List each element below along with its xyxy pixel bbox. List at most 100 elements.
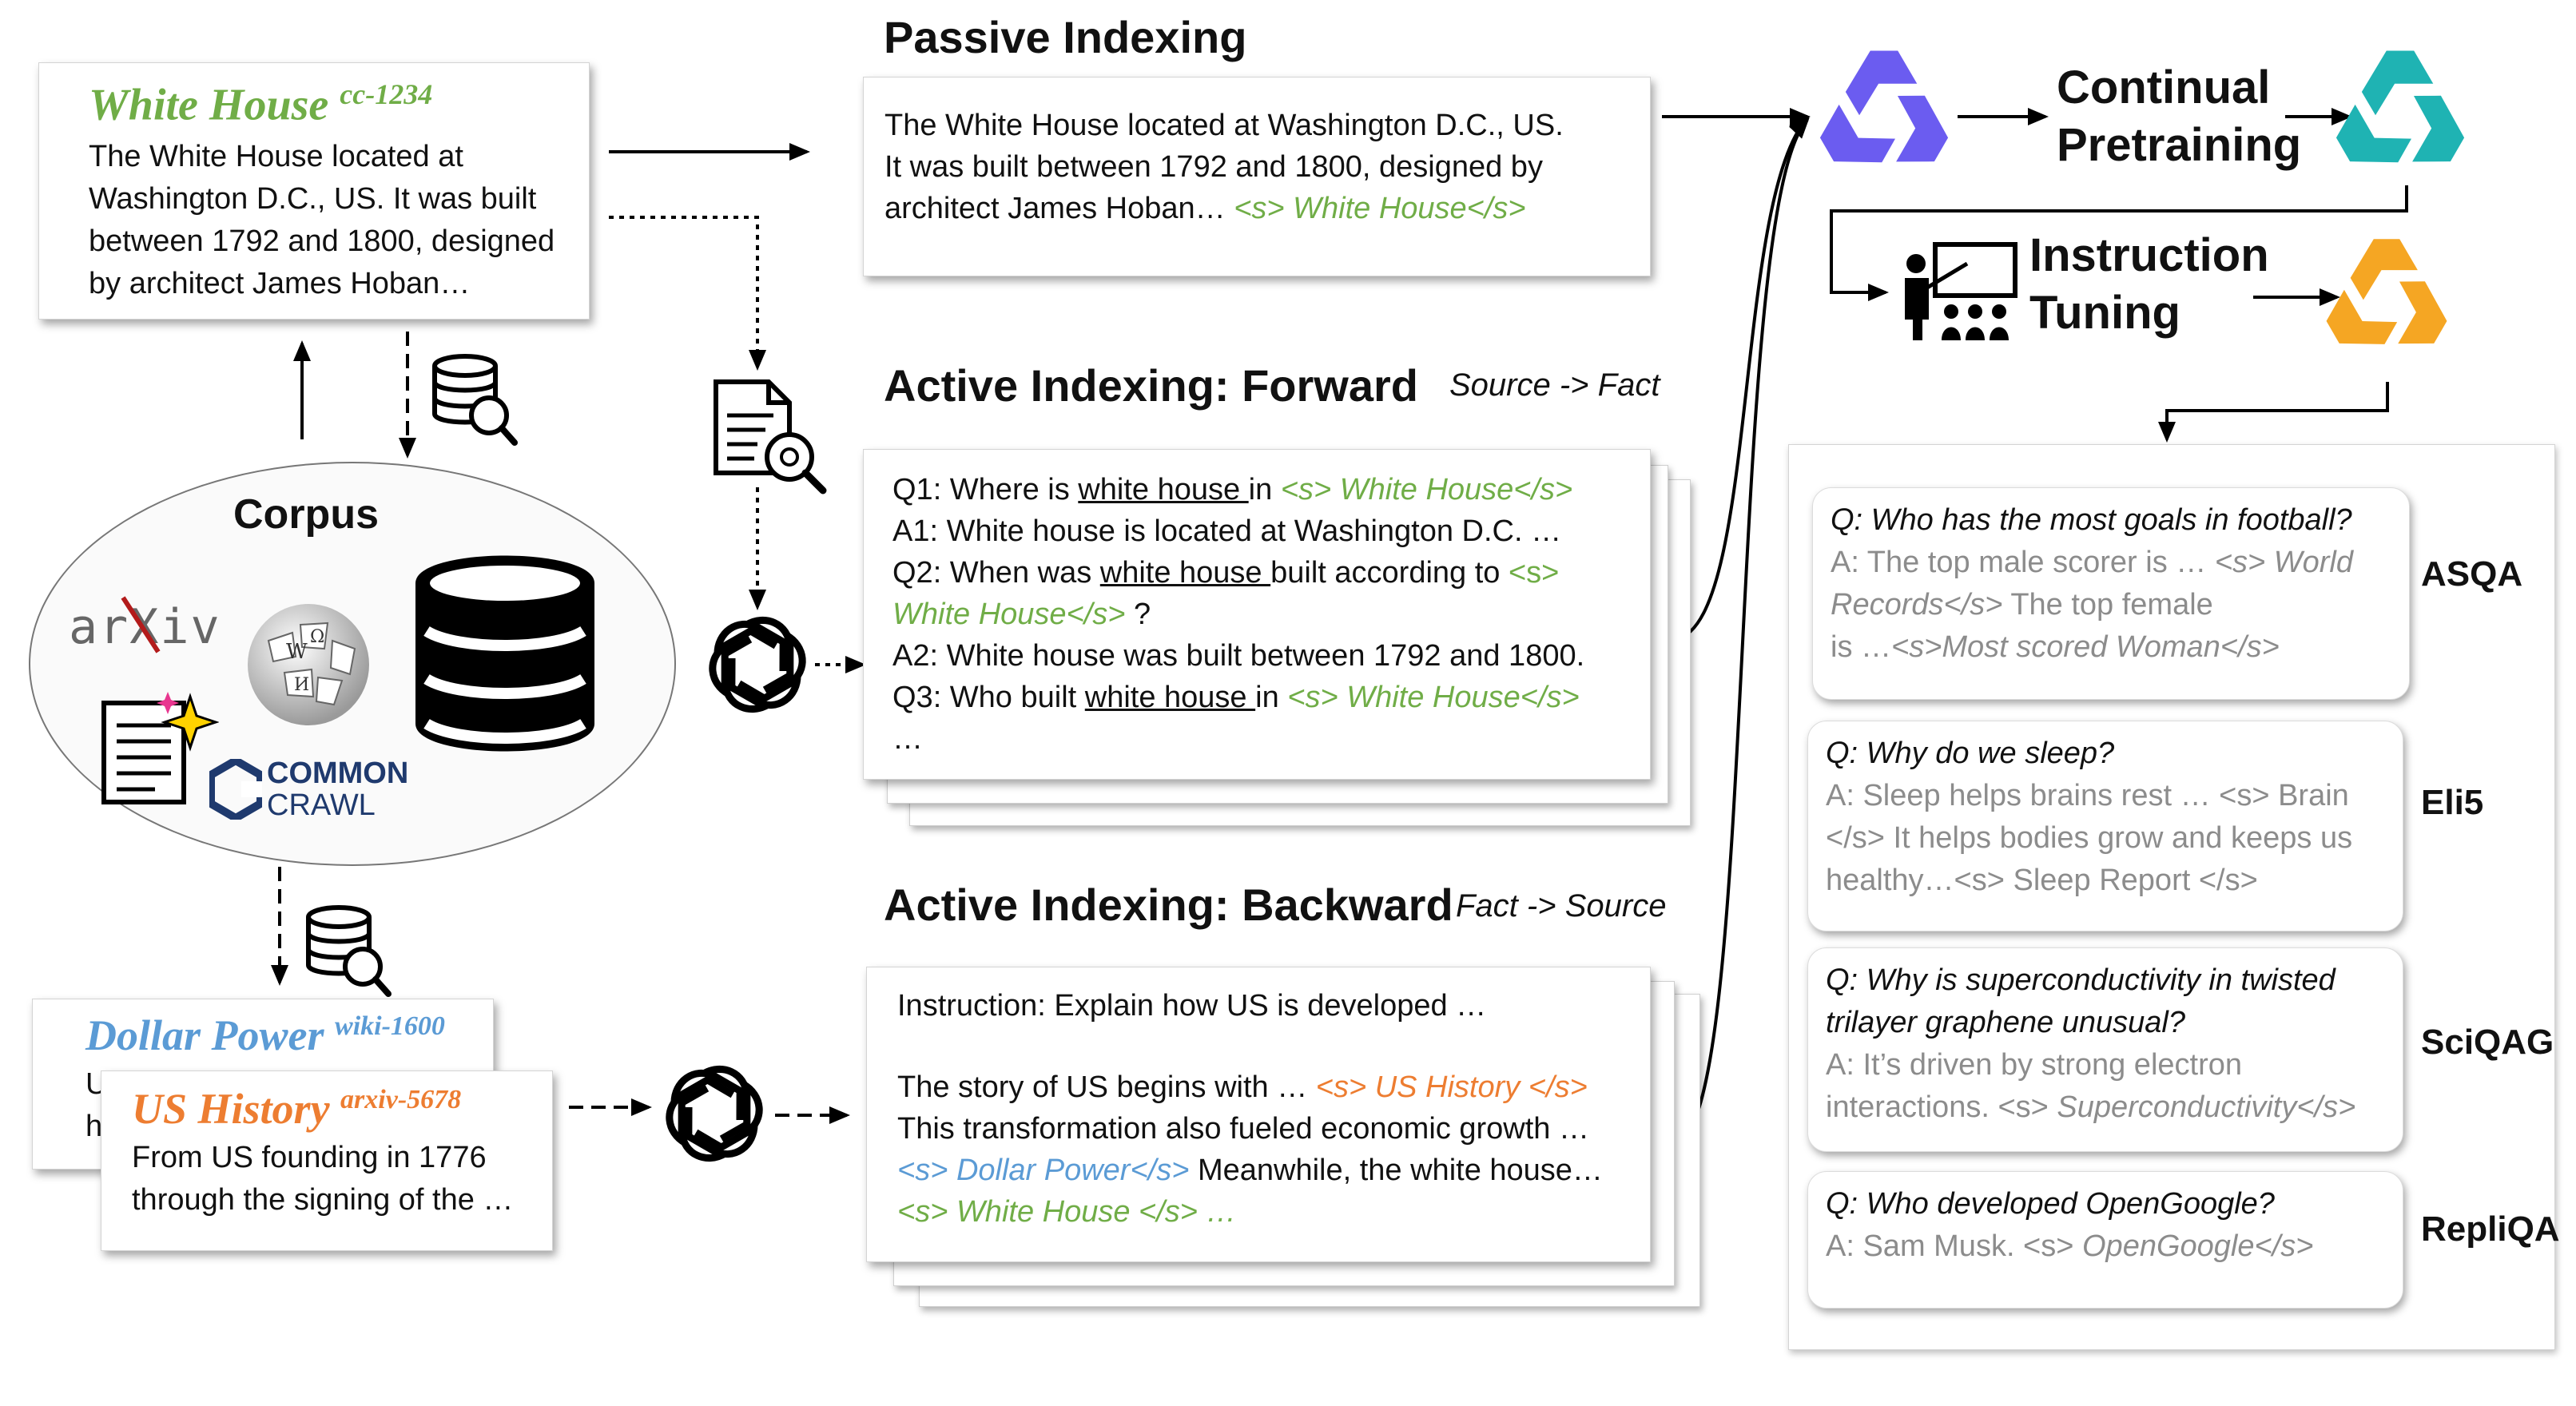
card-title: White House xyxy=(89,80,329,130)
qa-answer: A: Sleep helps brains rest … <s> Brain </… xyxy=(1826,775,2385,902)
qa-answer-part: Superconductivity</s> xyxy=(2057,1090,2356,1124)
common-crawl-icon xyxy=(209,759,262,820)
pipeline-text: Tuning xyxy=(2029,287,2180,339)
white-house-card: White House cc-1234 The White House loca… xyxy=(38,62,590,320)
bwd-text: The story of US begins with … xyxy=(897,1070,1316,1104)
openai-icon xyxy=(666,1065,763,1162)
backward-card: Instruction: Explain how US is developed… xyxy=(866,967,1651,1262)
fwd-underline: white house xyxy=(1078,473,1249,506)
qa-answer-part: A: It’s driven by strong electron xyxy=(1826,1048,2242,1082)
passive-heading: Passive Indexing xyxy=(884,12,1247,62)
qa-question: trilayer graphene unusual? xyxy=(1826,1006,2185,1039)
qa-card: Q: Why do we sleep? A: Sleep helps brains… xyxy=(1807,721,2403,931)
passive-card: The White House located at Washington D.… xyxy=(863,77,1651,276)
card-line: by architect James Hoban… xyxy=(89,266,471,300)
qa-answer-part: <s> World xyxy=(2214,546,2353,579)
common-crawl-text: COMMON xyxy=(267,757,409,790)
qa-answer-part: OpenGoogle</s> xyxy=(2082,1229,2314,1263)
fwd-text: Q2: When was xyxy=(892,556,1100,590)
corpus-label: Corpus xyxy=(233,491,379,538)
common-crawl-logo: COMMON CRAWL xyxy=(267,757,408,821)
passive-line: The White House located at Washington D.… xyxy=(885,109,1564,142)
bwd-text: Meanwhile, the white house… xyxy=(1189,1154,1603,1187)
fwd-text: in xyxy=(1248,473,1281,506)
qa-card: Q: Who developed OpenGoogle? A: Sam Musk.… xyxy=(1807,1171,2403,1309)
pipeline-text: Instruction xyxy=(2029,229,2269,281)
us-history-card: US History arxiv-5678 From US founding i… xyxy=(101,1070,553,1251)
special-token: <s> White House</s> xyxy=(1287,681,1580,714)
qa-question: Q: Who developed OpenGoogle? xyxy=(1826,1187,2275,1221)
forward-heading: Active Indexing: Forward xyxy=(884,360,1418,411)
fwd-text: built according to xyxy=(1270,556,1509,590)
qa-answer-part: Records</s> xyxy=(1831,588,2003,622)
qa-answer-part: interactions. <s> xyxy=(1826,1090,2057,1124)
fwd-underline: white house xyxy=(1084,681,1256,714)
fwd-text: ? xyxy=(1125,598,1151,631)
qa-answer-part: is … xyxy=(1831,630,1891,664)
teacher-icon xyxy=(1905,242,2017,340)
fwd-text: Q1: Where is xyxy=(892,473,1079,506)
qa-answer: A: It’s driven by strong electron interac… xyxy=(1826,1044,2385,1129)
forward-card: Q1: Where is white house in <s> White Ho… xyxy=(863,449,1651,780)
fwd-text: Q3: Who built xyxy=(892,681,1085,714)
svg-text:Ω: Ω xyxy=(310,627,324,647)
card-title: US History xyxy=(132,1085,330,1133)
card-line: The White House located at xyxy=(89,139,463,173)
document-sparkle-icon xyxy=(101,692,219,804)
special-token: <s> White House</s> xyxy=(1234,192,1526,225)
qa-question: Q: Why is superconductivity in twisted xyxy=(1826,963,2335,997)
card-tag: cc-1234 xyxy=(340,78,433,110)
dataset-label: ASQA xyxy=(2421,554,2523,594)
card-title: Dollar Power xyxy=(85,1011,324,1059)
special-token: <s> Dollar Power</s> xyxy=(897,1154,1190,1187)
special-token: White House</s> xyxy=(892,598,1126,631)
qwen-logo-icon xyxy=(1819,50,1949,163)
card-line: h xyxy=(85,1110,103,1143)
special-token: <s> White House</s> xyxy=(1280,473,1573,506)
forward-subtitle: Source -> Fact xyxy=(1449,367,1660,403)
pipeline-text: Pretraining xyxy=(2057,119,2302,171)
database-search-icon xyxy=(432,354,518,446)
qa-card: Q: Who has the most goals in football? A:… xyxy=(1812,487,2410,700)
fwd-text: in xyxy=(1255,681,1288,714)
bwd-text: This transformation also fueled economic… xyxy=(897,1112,1589,1146)
card-line: through the signing of the … xyxy=(132,1183,514,1217)
arxiv-x-mark xyxy=(121,596,161,653)
passive-line: architect James Hoban… xyxy=(885,192,1234,225)
wikipedia-globe-icon: W Ω И xyxy=(248,604,369,725)
qa-answer-part: A: The top male scorer is … xyxy=(1831,546,2215,579)
qa-question: Q: Why do we sleep? xyxy=(1826,737,2115,770)
qa-answer-part: The top female xyxy=(2002,588,2213,622)
backward-subtitle: Fact -> Source xyxy=(1456,888,1667,923)
common-crawl-text: CRAWL xyxy=(267,788,376,822)
qa-question: Q: Who has the most goals in football? xyxy=(1831,503,2352,537)
qwen-logo-icon xyxy=(2326,239,2447,344)
dataset-label: Eli5 xyxy=(2421,783,2484,822)
database-icon xyxy=(415,555,594,752)
continual-pretraining-label: Continual Pretraining xyxy=(2057,59,2301,174)
svg-text:W: W xyxy=(286,640,308,664)
qa-answer-part: A: Sam Musk. <s> xyxy=(1826,1229,2082,1263)
backward-heading: Active Indexing: Backward xyxy=(884,880,1453,930)
card-line: Washington D.C., US. It was built xyxy=(89,181,537,216)
card-line: From US founding in 1776 xyxy=(132,1141,487,1174)
fwd-text: A1: White house is located at Washington… xyxy=(892,514,1562,548)
svg-text:И: И xyxy=(294,675,309,695)
qa-answer: A: Sam Musk. <s> OpenGoogle</s> xyxy=(1826,1225,2385,1268)
fwd-text: … xyxy=(892,722,923,756)
qa-answer-part: </s> It helps bodies grow and keeps us xyxy=(1826,821,2353,855)
special-token: <s> US History </s> xyxy=(1315,1070,1588,1104)
special-token: <s> White House </s> … xyxy=(897,1195,1237,1229)
card-line: between 1792 and 1800, designed xyxy=(89,224,555,258)
card-tag: wiki-1600 xyxy=(335,1011,445,1041)
fwd-underline: white house xyxy=(1099,556,1271,590)
fwd-text: A2: White house was built between 1792 a… xyxy=(892,639,1585,673)
qa-answer-part: A: Sleep helps brains rest … <s> Brain xyxy=(1826,779,2349,812)
passive-line: It was built between 1792 and 1800, desi… xyxy=(885,150,1543,184)
document-search-icon xyxy=(714,379,827,494)
instruction-tuning-label: Instruction Tuning xyxy=(2029,227,2269,342)
card-tag: arxiv-5678 xyxy=(340,1085,462,1114)
qa-card: Q: Why is superconductivity in twisted tr… xyxy=(1807,947,2403,1152)
